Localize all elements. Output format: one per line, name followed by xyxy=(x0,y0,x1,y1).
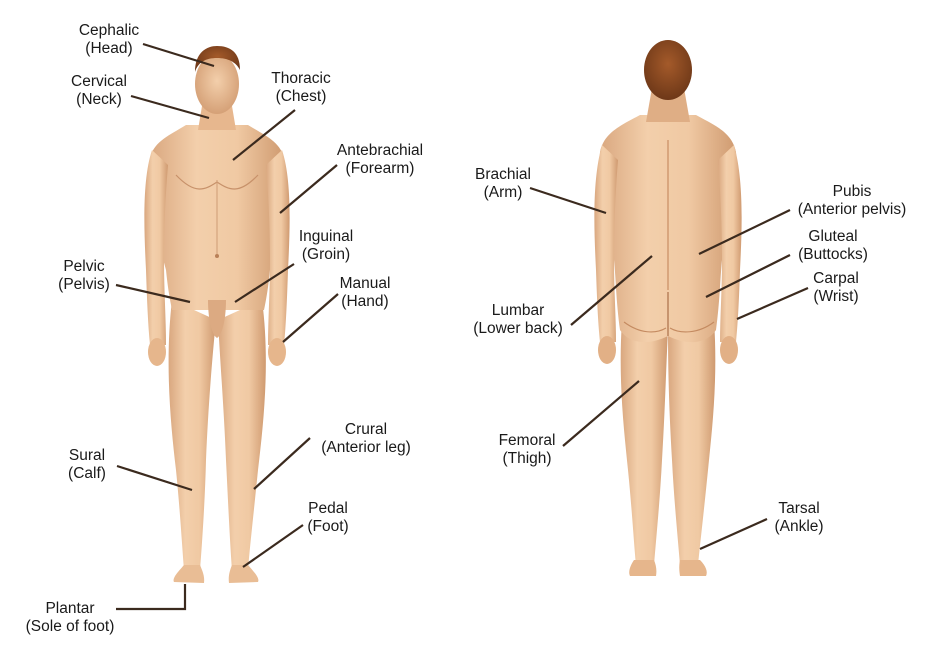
label-antebrachial-common: (Forearm) xyxy=(345,160,415,177)
leader-manual xyxy=(282,293,339,343)
label-cervical-term: Cervical xyxy=(71,73,127,90)
label-thoracic-common: (Chest) xyxy=(275,88,327,105)
label-plantar: Plantar (Sole of foot) xyxy=(26,600,115,636)
label-brachial-term: Brachial xyxy=(475,166,531,183)
label-cephalic-common: (Head) xyxy=(85,40,133,57)
posterior-right-hand xyxy=(720,336,738,364)
label-lumbar-common: (Lower back) xyxy=(473,320,563,337)
posterior-left-hand xyxy=(598,336,616,364)
label-plantar-term: Plantar xyxy=(45,600,95,617)
leader-lumbar xyxy=(570,255,653,326)
label-cervical-common: (Neck) xyxy=(76,91,122,108)
label-antebrachial-term: Antebrachial xyxy=(336,142,424,159)
anterior-right-leg xyxy=(218,300,266,570)
label-pubis-term: Pubis xyxy=(832,183,872,200)
label-pelvic-term: Pelvic xyxy=(63,258,105,275)
anterior-right-arm xyxy=(266,150,290,345)
posterior-left-arm xyxy=(594,145,618,342)
label-brachial: Brachial (Arm) xyxy=(475,166,531,202)
label-gluteal: Gluteal (Buttocks) xyxy=(798,228,868,264)
label-cephalic: Cephalic (Head) xyxy=(79,22,139,58)
label-cephalic-term: Cephalic xyxy=(78,22,140,39)
label-inguinal: Inguinal (Groin) xyxy=(299,228,353,264)
label-pelvic-common: (Pelvis) xyxy=(58,276,110,293)
leader-plantar xyxy=(116,584,187,611)
anterior-left-hand xyxy=(148,338,166,366)
label-brachial-common: (Arm) xyxy=(483,184,523,201)
label-crural-term: Crural xyxy=(344,421,388,438)
posterior-right-foot xyxy=(679,560,707,576)
label-pedal: Pedal (Foot) xyxy=(307,500,348,536)
label-pubis-common: (Anterior pelvis) xyxy=(797,201,907,218)
label-inguinal-term: Inguinal xyxy=(298,228,354,245)
anterior-right-hand xyxy=(268,338,286,366)
anterior-navel xyxy=(215,254,219,258)
label-pedal-common: (Foot) xyxy=(307,518,349,535)
label-femoral: Femoral (Thigh) xyxy=(499,432,556,468)
leader-sural xyxy=(116,464,193,492)
label-plantar-common: (Sole of foot) xyxy=(25,618,115,635)
posterior-gluteal-fold xyxy=(623,321,715,333)
leader-lines xyxy=(115,42,809,611)
label-manual-common: (Hand) xyxy=(341,293,389,310)
label-manual: Manual (Hand) xyxy=(340,275,391,311)
leader-pelvic xyxy=(115,283,191,304)
leader-brachial xyxy=(529,186,607,215)
label-crural-common: (Anterior leg) xyxy=(321,439,411,456)
label-pubis: Pubis (Anterior pelvis) xyxy=(798,183,907,219)
anterior-right-foot xyxy=(228,565,259,583)
leader-antebrachial xyxy=(279,164,338,214)
leader-tarsal xyxy=(699,517,768,551)
anterior-figure xyxy=(144,46,290,583)
posterior-head xyxy=(644,40,692,100)
leader-crural xyxy=(253,437,311,490)
leader-carpal xyxy=(736,286,809,321)
leader-cephalic xyxy=(142,42,215,68)
label-pedal-term: Pedal xyxy=(308,500,348,517)
leader-femoral xyxy=(562,380,640,447)
label-antebrachial: Antebrachial (Forearm) xyxy=(337,142,423,178)
label-carpal: Carpal (Wrist) xyxy=(813,270,859,306)
leader-pubis xyxy=(698,209,791,255)
label-sural-common: (Calf) xyxy=(68,465,106,482)
label-tarsal-common: (Ankle) xyxy=(774,518,824,535)
leader-thoracic xyxy=(232,109,296,161)
label-crural: Crural (Anterior leg) xyxy=(321,421,411,457)
leader-gluteal xyxy=(705,254,791,298)
leader-cervical xyxy=(130,94,210,120)
label-manual-term: Manual xyxy=(339,275,391,292)
label-carpal-common: (Wrist) xyxy=(813,288,859,305)
label-thoracic-term: Thoracic xyxy=(271,70,331,87)
label-sural: Sural (Calf) xyxy=(68,447,106,483)
label-lumbar-term: Lumbar xyxy=(491,302,545,319)
leader-inguinal xyxy=(234,263,295,303)
anterior-left-leg xyxy=(168,300,216,570)
posterior-left-leg xyxy=(620,320,668,565)
posterior-left-foot xyxy=(629,560,657,576)
label-carpal-term: Carpal xyxy=(813,270,859,287)
label-inguinal-common: (Groin) xyxy=(301,246,351,263)
anterior-hair xyxy=(195,46,240,72)
label-sural-term: Sural xyxy=(68,447,106,464)
label-cervical: Cervical (Neck) xyxy=(71,73,127,109)
leader-pedal xyxy=(242,524,304,568)
label-thoracic: Thoracic (Chest) xyxy=(271,70,330,106)
label-gluteal-term: Gluteal xyxy=(808,228,858,245)
label-pelvic: Pelvic (Pelvis) xyxy=(58,258,110,294)
anterior-left-foot xyxy=(173,565,205,583)
posterior-right-arm xyxy=(718,145,742,342)
posterior-figure xyxy=(594,40,742,576)
label-lumbar: Lumbar (Lower back) xyxy=(473,302,563,338)
posterior-right-leg xyxy=(668,320,716,565)
label-tarsal-term: Tarsal xyxy=(778,500,820,517)
label-femoral-common: (Thigh) xyxy=(502,450,552,467)
label-femoral-term: Femoral xyxy=(498,432,556,449)
anterior-groin xyxy=(208,300,226,338)
anterior-head xyxy=(195,54,239,114)
label-gluteal-common: (Buttocks) xyxy=(798,246,868,263)
label-tarsal: Tarsal (Ankle) xyxy=(774,500,823,536)
